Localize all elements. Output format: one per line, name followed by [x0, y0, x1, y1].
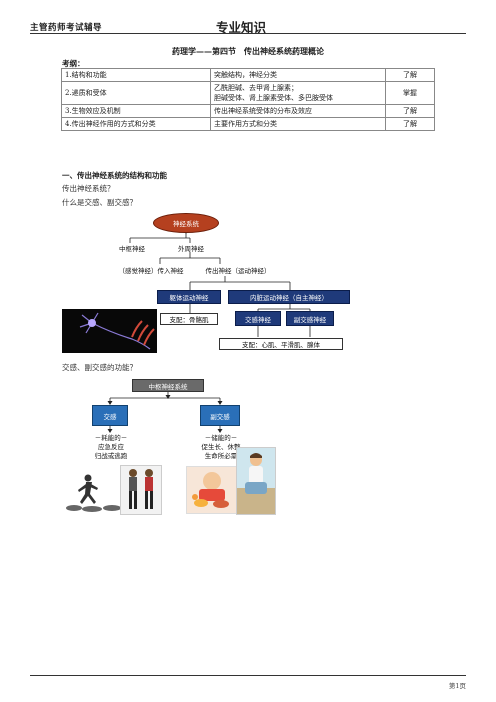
somatic-target-box: 支配：骨骼肌	[160, 313, 218, 325]
cns-node: 中枢神经系统	[132, 379, 204, 392]
resting-cartoon-image	[236, 447, 276, 515]
section-title: 药理学——第四节 传出神经系统药理概论	[172, 47, 324, 56]
question-text: 什么是交感、副交感？	[62, 198, 137, 207]
nervous-system-node: 神经系统	[153, 213, 219, 233]
header-divider	[30, 33, 466, 34]
sympathetic-node: 交感	[92, 405, 128, 426]
table-cell: 乙酰胆碱、去甲肾上腺素； 胆碱受体、肾上腺素受体、多巴胺受体	[210, 81, 386, 105]
table-row: 1.结构和功能 突触结构，神经分类 了解	[61, 68, 435, 82]
question-text: 传出神经系统？	[62, 184, 115, 193]
function-line: －储能的－	[204, 434, 238, 442]
running-figure-image	[64, 470, 122, 512]
parasympathetic-nerve-node: 副交感神经	[286, 311, 334, 326]
sympathetic-nerve-node: 交感神经	[235, 311, 281, 326]
table-cell-line: 乙酰胆碱、去甲肾上腺素；	[214, 84, 298, 92]
afferent-nerve-node: （感觉神经）传入神经	[118, 267, 184, 275]
footer-divider	[30, 675, 466, 676]
autonomic-nerve-node: 内脏运动神经（自主神经）	[228, 290, 350, 304]
parasympathetic-function-text: －储能的－ 促生长、休整 生命所必需	[190, 434, 252, 461]
function-line: －耗能的－	[94, 434, 128, 442]
eating-cartoon-image	[186, 466, 238, 514]
sympathetic-function-text: －耗能的－ 应急反应 归战或逃跑	[80, 434, 142, 461]
function-line: 归战或逃跑	[94, 452, 128, 460]
table-cell: 了解	[385, 117, 435, 131]
table-row: 4.传出神经作用的方式和分类 主要作用方式和分类 了解	[61, 117, 435, 131]
confrontation-figures-image	[120, 465, 162, 515]
table-row: 3.生物效应及机制 传出神经系统受体的分布及效应 了解	[61, 104, 435, 118]
header-title: 专业知识	[216, 20, 267, 35]
page-number: 第1页	[448, 682, 466, 690]
outline-label: 考纲：	[62, 59, 85, 68]
central-nerve-node: 中枢神经	[119, 245, 145, 253]
function-line: 应急反应	[98, 443, 124, 451]
question-text: 交感、副交感的功能？	[62, 363, 137, 372]
table-cell-line: 胆碱受体、肾上腺素受体、多巴胺受体	[214, 94, 333, 102]
section-heading: 一、传出神经系统的结构和功能	[62, 171, 167, 180]
function-line: 促生长、休整	[201, 443, 241, 451]
peripheral-nerve-node: 外周神经	[178, 245, 204, 253]
table-cell: 掌握	[385, 81, 435, 105]
outline-table: 1.结构和功能 突触结构，神经分类 了解 2.递质和受体 乙酰胆碱、去甲肾上腺素…	[61, 68, 435, 131]
header-left-text: 主管药师考试辅导	[30, 23, 103, 33]
parasympathetic-node: 副交感	[200, 405, 240, 426]
neuron-image	[62, 309, 157, 353]
somatic-motor-nerve-node: 躯体运动神经	[157, 290, 221, 304]
function-line: 生命所必需	[204, 452, 238, 460]
efferent-nerve-node: 传出神经（运动神经）	[205, 267, 271, 275]
neuron-icon	[79, 312, 155, 350]
autonomic-target-box: 支配：心肌、平滑肌、腺体	[219, 338, 343, 350]
